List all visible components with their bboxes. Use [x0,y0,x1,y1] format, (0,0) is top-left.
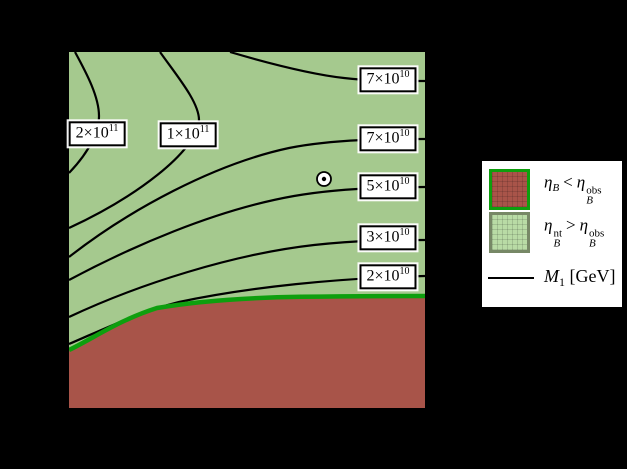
eta-superscript: nt [553,227,562,240]
eta-symbol: η [544,215,553,235]
legend-label-m1: M1 [GeV] [544,266,615,290]
contour-label-1e11: 1×1011 [159,122,217,148]
eta-symbol: η [576,172,586,192]
eta-superscript: obs [589,227,605,240]
m1-symbol: M [544,266,559,287]
legend-excluded-region-swatch [489,169,530,210]
eta-subscript: B [552,182,560,195]
contour-label-exp: 10 [399,68,410,80]
contour-label-exp: 10 [399,127,410,139]
eta-symbol: η [579,215,589,235]
comparison-operator: < [563,172,573,192]
contour-label-7e10-lower: 7×1010 [359,126,417,152]
contour-label-base: 7×10 [366,70,400,88]
contour-label-exp: 11 [108,122,119,134]
contour-label-base: 1×10 [166,125,200,143]
circled-dot-marker [316,171,332,187]
legend-contour-line-sample [488,277,534,279]
region-boundary-line [68,293,426,353]
contour-label-7e10-upper: 7×1010 [359,67,417,93]
excluded-region-fill [69,296,425,408]
contour-label-2e11: 2×1011 [68,121,126,147]
contour-label-3e10: 3×1010 [359,225,417,251]
eta-subscript: B [586,194,593,207]
contour-label-base: 3×10 [366,228,400,246]
contour-label-base: 7×10 [366,129,400,147]
contour-label-2e10: 2×1010 [359,264,417,290]
contour-label-base: 5×10 [366,177,400,195]
eta-subscript: B [589,237,596,250]
contour-label-exp: 10 [399,265,410,277]
m1-subscript: 1 [559,274,565,289]
contour-label-exp: 10 [399,226,410,238]
eta-symbol: η [544,172,553,192]
m1-unit: [GeV] [569,266,616,287]
eta-superscript: obs [586,184,602,197]
contour-label-exp: 10 [399,175,410,187]
contour-2e11 [68,51,101,174]
contour-label-exp: 11 [199,123,210,135]
eta-subscript: B [553,237,561,250]
legend-allowed-region-swatch [489,212,530,253]
comparison-operator: > [566,215,576,235]
contour-label-base: 2×10 [366,267,400,285]
contour-label-5e10: 5×1010 [359,174,417,200]
contour-label-base: 2×10 [75,124,109,142]
